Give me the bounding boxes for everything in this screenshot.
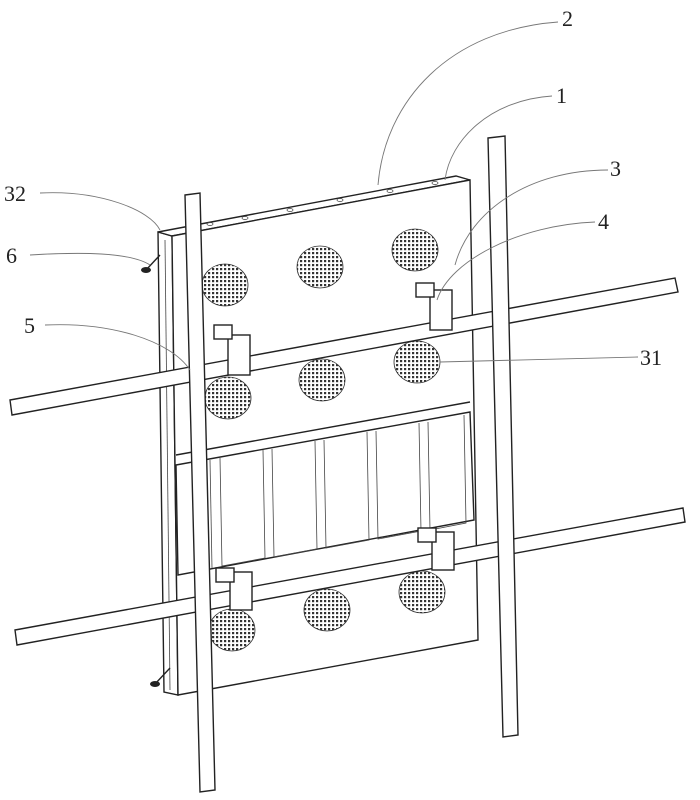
grille (201, 263, 249, 307)
grille (393, 340, 441, 384)
label-31: 31 (640, 345, 662, 370)
grille (296, 245, 344, 289)
label-6: 6 (6, 243, 17, 268)
clamps (213, 282, 455, 611)
label-32: 32 (4, 181, 26, 206)
grille (391, 228, 439, 272)
top-holes (206, 181, 439, 226)
reference-labels: 2 1 3 4 32 6 5 31 (4, 6, 662, 370)
label-2: 2 (562, 6, 573, 31)
speaker-grilles (201, 228, 446, 652)
vertical-posts (184, 135, 519, 793)
handles (141, 254, 171, 687)
grille (398, 570, 446, 614)
grille (208, 608, 256, 652)
label-1: 1 (556, 83, 567, 108)
label-4: 4 (598, 209, 609, 234)
leader-lines (29, 21, 639, 371)
grille (204, 376, 252, 420)
label-3: 3 (610, 156, 621, 181)
grille (298, 358, 346, 402)
horizontal-rails (9, 277, 686, 646)
window-frame (175, 401, 475, 576)
label-5: 5 (24, 313, 35, 338)
grille (303, 588, 351, 632)
